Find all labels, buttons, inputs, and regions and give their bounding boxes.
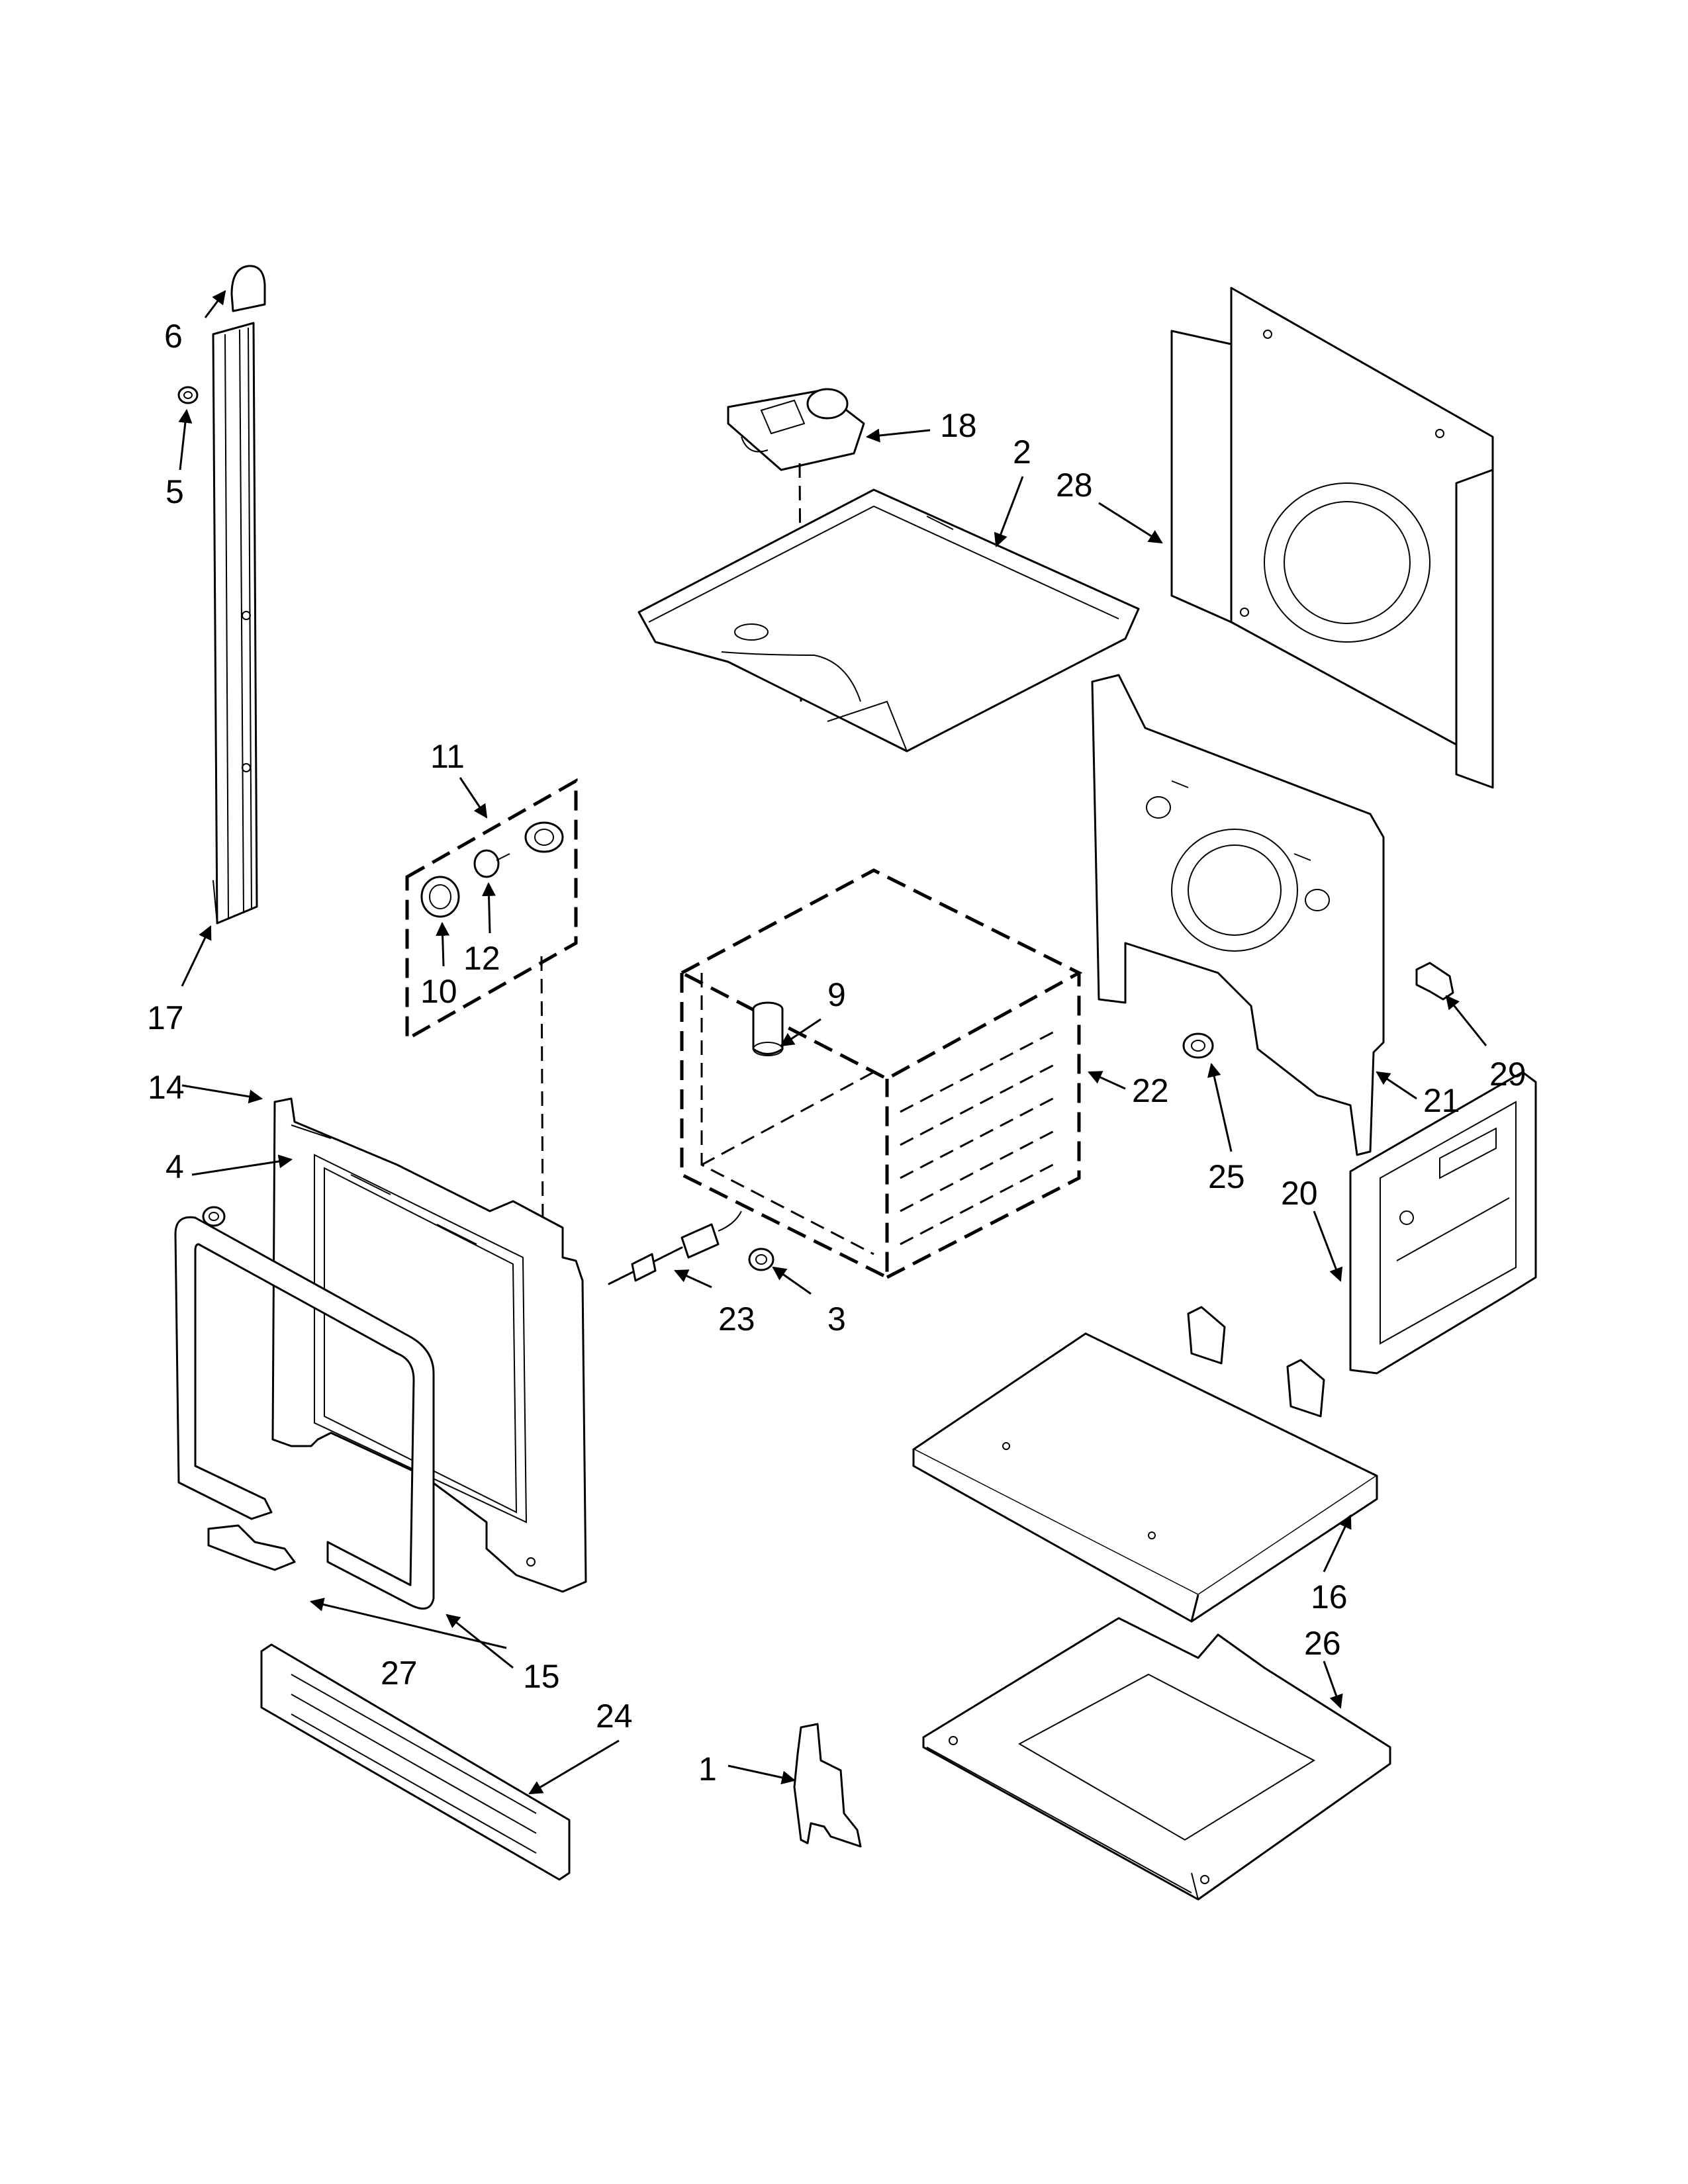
callout-6: 6 (164, 318, 183, 355)
part-11-lens (524, 821, 564, 853)
callout-15: 15 (523, 1658, 560, 1695)
callout-25: 25 (1208, 1158, 1245, 1195)
callout-14: 14 (148, 1069, 185, 1106)
part-6-end-cap (230, 265, 266, 312)
callout-10: 10 (420, 973, 457, 1010)
callout-labels: 1 2 3 4 5 6 9 10 11 12 14 15 16 17 18 20… (147, 318, 1526, 1788)
callout-27: 27 (381, 1655, 418, 1692)
part-2-top-panel (637, 488, 1140, 752)
part-29-bracket (1415, 962, 1454, 1001)
part-4-screw (202, 1206, 226, 1227)
part-5-nut (177, 386, 199, 404)
callout-1: 1 (698, 1751, 717, 1788)
part-11-group-outline (405, 778, 578, 1042)
part-9-cylinder (752, 1001, 784, 1056)
part-18-control-module (727, 388, 865, 471)
callout-20: 20 (1281, 1175, 1318, 1212)
callout-24: 24 (596, 1698, 633, 1735)
part-20-side-shield (1349, 1071, 1537, 1375)
part-3-cap (748, 1248, 774, 1271)
part-24-vent-grille (260, 1643, 571, 1881)
callout-3: 3 (827, 1300, 846, 1338)
part-23-sensor-probe (608, 1210, 742, 1285)
part-22-oven-cavity (678, 868, 1083, 1281)
callout-12: 12 (463, 940, 500, 977)
callout-23: 23 (718, 1300, 755, 1338)
callout-28: 28 (1056, 467, 1093, 504)
part-12-bulb (473, 849, 510, 878)
callout-2: 2 (1013, 433, 1031, 471)
callout-17: 17 (147, 999, 184, 1036)
callout-11: 11 (430, 738, 465, 775)
callout-22: 22 (1132, 1072, 1169, 1109)
callout-21: 21 (1423, 1082, 1460, 1119)
callout-5: 5 (165, 473, 184, 510)
part-26-bottom-tray (922, 1617, 1391, 1901)
part-25-clip (1182, 1032, 1214, 1059)
callout-9: 9 (827, 976, 846, 1013)
part-21-side-panel (1091, 674, 1385, 1156)
part-27-strip (207, 1524, 296, 1571)
leader-lines (178, 290, 1487, 1795)
part-10-socket (420, 876, 460, 918)
callout-16: 16 (1311, 1578, 1348, 1615)
part-15-gasket (174, 1216, 435, 1610)
callout-29: 29 (1489, 1056, 1526, 1093)
part-16-shelf (912, 1306, 1378, 1623)
part-14-front-frame (271, 1097, 587, 1593)
part-1-bracket (793, 1723, 862, 1848)
part-28-rear-panel (1170, 287, 1494, 789)
callout-26: 26 (1304, 1625, 1341, 1662)
callout-4: 4 (165, 1148, 184, 1185)
part-17-side-trim (212, 322, 258, 925)
callout-18: 18 (940, 407, 977, 444)
alignment-line-11 (540, 956, 544, 1232)
